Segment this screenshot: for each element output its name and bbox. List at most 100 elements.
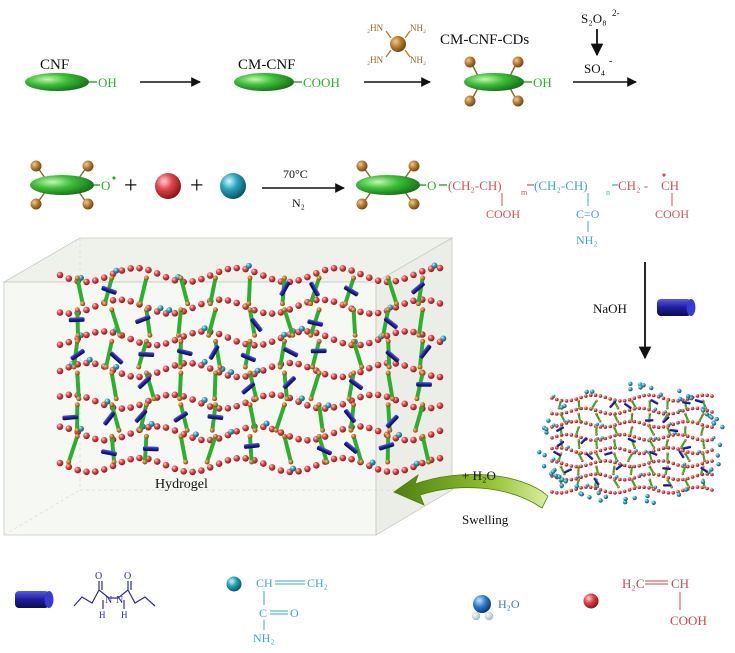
polymer-bead — [339, 373, 347, 381]
polymer-bead — [357, 270, 364, 278]
polymer-bead — [564, 490, 569, 494]
acrylamide-bead — [552, 394, 556, 398]
polymer-bead — [56, 367, 64, 375]
polymer-bead — [550, 411, 554, 416]
nanodot — [420, 433, 426, 439]
polymer-bead — [589, 422, 593, 427]
cds-oh-group: OH — [533, 75, 552, 90]
nanodot — [352, 332, 358, 338]
nanodot — [184, 427, 190, 433]
polymer-bead — [366, 274, 373, 282]
polymer-bead — [242, 424, 249, 432]
polymer-bead — [627, 477, 632, 481]
water-dot — [720, 424, 725, 430]
polymer-bead — [637, 436, 642, 441]
crosslinker — [241, 382, 256, 395]
nanodot — [577, 478, 581, 482]
acrylamide-bead — [113, 363, 120, 370]
polymer-bead — [622, 463, 627, 468]
cellulose-fiber — [177, 371, 183, 401]
nanodot — [701, 439, 705, 442]
nanodot — [246, 301, 252, 307]
polymer-bead — [189, 396, 196, 403]
nanodot — [204, 459, 210, 465]
polymer-bead — [656, 437, 661, 441]
polymer-bead — [564, 410, 569, 415]
polymer-bead — [671, 490, 675, 495]
polymer-bead — [401, 466, 409, 474]
acrylamide-bead — [644, 449, 648, 454]
polymer-bead — [676, 463, 680, 467]
polymer-bead — [189, 278, 196, 285]
crosslinker — [669, 428, 679, 433]
cellulose-fiber — [205, 434, 218, 464]
crosslinker — [580, 437, 588, 445]
acrylamide-bead — [369, 459, 376, 466]
polymer-bead — [65, 463, 73, 471]
polymer-bead — [198, 467, 205, 474]
cellulose-fiber — [75, 307, 80, 338]
nanodot — [385, 459, 391, 465]
nanodot — [580, 459, 584, 463]
polymer-bead — [705, 460, 709, 464]
acrylamide-bead — [707, 470, 711, 474]
polymer-bead — [260, 341, 267, 348]
nanodot-sphere — [390, 36, 406, 52]
water-dot — [553, 473, 559, 478]
polymer-bead — [65, 425, 73, 433]
polymer-bead — [710, 472, 714, 477]
nanodot — [30, 198, 42, 210]
nanodot — [252, 427, 258, 433]
polymer-bead — [215, 330, 223, 338]
polymer-bead — [579, 486, 583, 490]
nanodot — [213, 338, 218, 344]
polymer-bead — [676, 477, 680, 482]
nanodot — [648, 425, 652, 429]
nanodot — [348, 427, 354, 433]
polymer-bead — [589, 451, 593, 455]
polymer-bead — [215, 268, 223, 276]
polymer-bead — [260, 460, 267, 467]
nanodot — [412, 427, 418, 433]
nanodot — [666, 459, 669, 463]
nanodot — [386, 364, 392, 370]
legend-water-molecule — [471, 595, 494, 621]
chain-end-ch: CH — [661, 178, 679, 193]
nanodot — [615, 433, 619, 436]
polymer-bead — [622, 432, 627, 437]
polymer-bead — [661, 425, 666, 429]
nanodot — [316, 433, 322, 439]
acrylic-segment-subscript: m — [521, 188, 528, 197]
polymer-bead — [436, 264, 444, 272]
polymer-bead — [598, 394, 603, 398]
nanodot — [634, 406, 638, 410]
polymer-bead — [374, 427, 382, 435]
diamine-nh-top: NH₂ — [410, 23, 426, 33]
polymer-bead — [427, 334, 435, 342]
acrylamide-bead — [697, 450, 701, 454]
water-dot — [603, 494, 609, 499]
nanodot — [628, 433, 632, 436]
crosslinker — [385, 414, 399, 428]
polymer-bead — [622, 489, 627, 494]
legend-mba-n1: N — [105, 595, 112, 606]
polymer-bead — [313, 296, 320, 304]
polymer-bead — [357, 308, 364, 316]
nanodot — [464, 95, 476, 107]
polymer-bead — [686, 434, 690, 439]
nanodot — [630, 478, 634, 482]
nanodot — [74, 433, 80, 439]
cellulose-fiber — [206, 307, 218, 338]
cellulose-fiber — [178, 339, 183, 369]
nanodot — [385, 433, 391, 439]
polymer-bead — [206, 272, 214, 279]
polymer-bead — [171, 362, 179, 369]
cellulose-fiber — [684, 452, 691, 462]
crosslinker — [240, 352, 257, 363]
polymer-bead — [632, 435, 637, 439]
crosslinker — [556, 440, 565, 448]
nanodot — [351, 370, 357, 376]
polymer-bead — [198, 275, 205, 283]
polymer-bead — [65, 310, 73, 317]
nanodot — [74, 370, 80, 376]
